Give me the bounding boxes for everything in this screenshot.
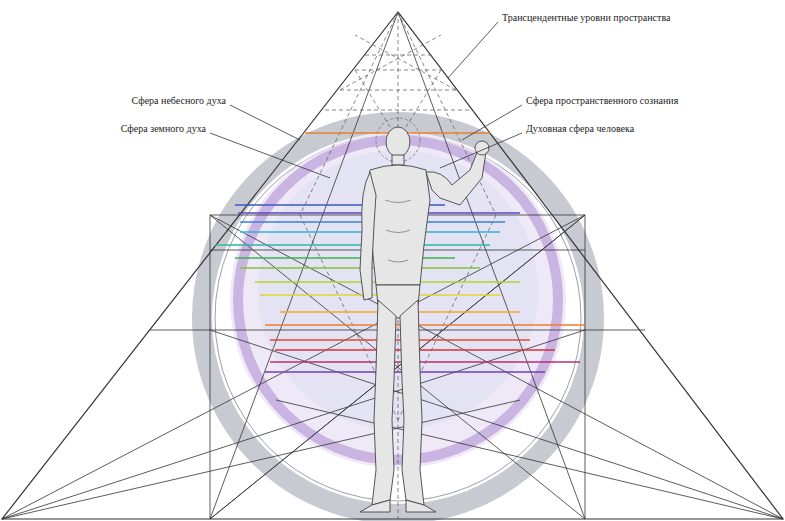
human-spirit-sphere [258, 150, 538, 430]
sphere-label: Духовная сфера человека [524, 123, 636, 135]
color-levels [215, 133, 585, 372]
sphere-label: Сфера пространственного сознания [524, 95, 680, 107]
sphere-label: Сфера небесного духа [130, 95, 229, 107]
sphere-label: Трансцендентные уровни пространства [500, 12, 672, 24]
sphere-label: Сфера земного духа [119, 123, 208, 135]
construction-lines [2, 12, 783, 519]
earthly-spirit-sphere [230, 132, 566, 468]
great-triangle [2, 12, 783, 519]
transcendent-levels [300, 12, 496, 519]
leader-lines [210, 22, 522, 178]
human-figure [360, 127, 489, 512]
